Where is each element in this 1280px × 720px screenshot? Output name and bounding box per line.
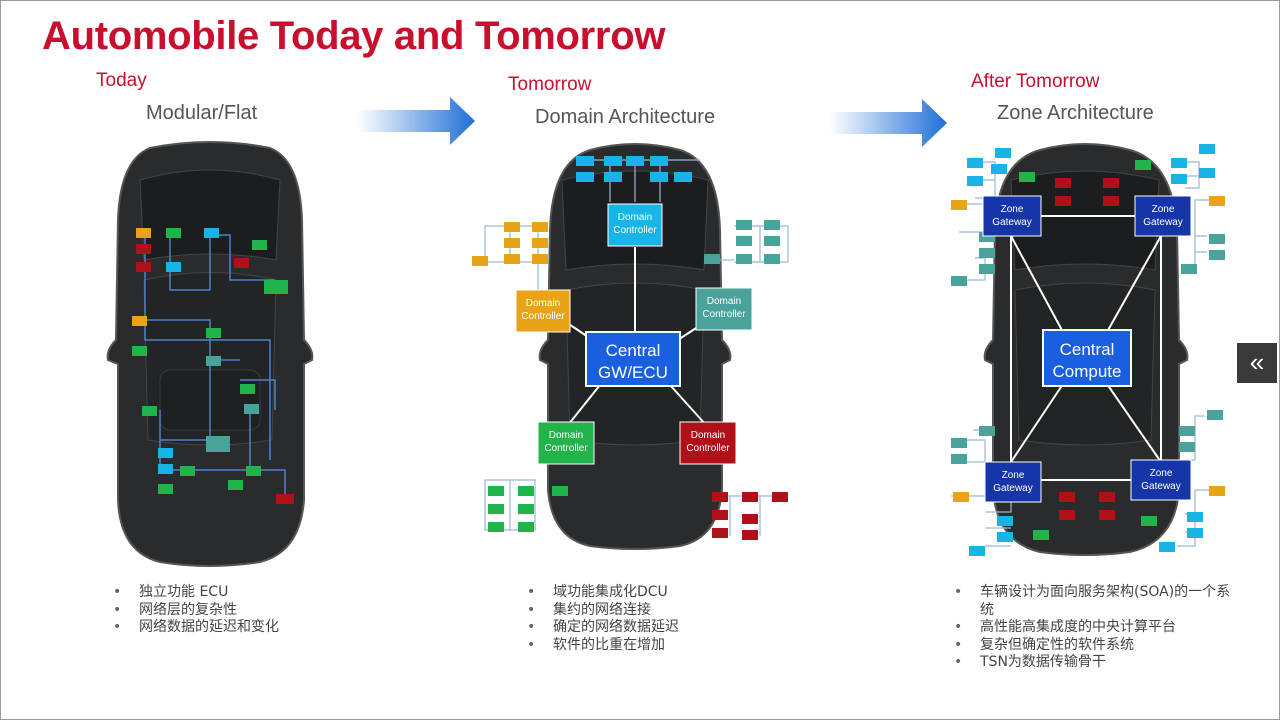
car-diagram-zone: Zone Gateway Zone Gateway Central Comput…	[951, 143, 1225, 556]
svg-text:Controller: Controller	[613, 225, 657, 236]
svg-text:Domain: Domain	[691, 430, 725, 441]
bullet-item: 确定的网络数据延迟	[527, 619, 787, 637]
svg-text:Domain: Domain	[707, 296, 741, 307]
peripheral-ecus	[472, 156, 788, 540]
domain-controller-right: Domain Controller	[695, 287, 753, 331]
svg-text:Central: Central	[606, 341, 661, 360]
ecu-modules	[132, 228, 294, 504]
bullet-item: 域功能集成化DCU	[527, 584, 787, 602]
right-arrow-icon	[830, 99, 947, 147]
zone-gateway-top-right: Zone Gateway	[1134, 195, 1192, 237]
bullet-item: 网络数据的延迟和变化	[113, 619, 373, 637]
car-diagram-domain: Domain Controller Domain Controller Doma…	[472, 143, 789, 550]
architecture-title-zone: Zone Architecture	[997, 102, 1154, 124]
svg-text:Gateway: Gateway	[992, 217, 1031, 228]
bullet-item: 集约的网络连接	[527, 602, 787, 620]
bullet-item: 独立功能 ECU	[113, 584, 373, 602]
bullet-item: TSN为数据传输骨干	[954, 654, 1244, 672]
svg-text:Domain: Domain	[549, 430, 583, 441]
bullet-item: 高性能高集成度的中央计算平台	[954, 619, 1244, 637]
double-chevron-left-icon: «	[1249, 347, 1265, 377]
svg-text:Gateway: Gateway	[993, 483, 1032, 494]
bullet-list-modular: 独立功能 ECU 网络层的复杂性 网络数据的延迟和变化	[113, 584, 373, 637]
bullet-item: 复杂但确定性的软件系统	[954, 637, 1244, 655]
collapse-panel-button[interactable]: «	[1237, 343, 1277, 383]
svg-text:Gateway: Gateway	[1141, 481, 1180, 492]
svg-text:Domain: Domain	[618, 212, 652, 223]
svg-text:Gateway: Gateway	[1143, 217, 1182, 228]
car-diagram-modular	[106, 141, 314, 567]
svg-text:Compute: Compute	[1053, 362, 1122, 381]
domain-controller-left: Domain Controller	[515, 289, 571, 333]
stage-label-tomorrow: Tomorrow	[508, 74, 592, 95]
svg-text:Controller: Controller	[521, 311, 565, 322]
peripheral-ecus	[951, 144, 1225, 556]
architecture-title-modular: Modular/Flat	[146, 102, 258, 124]
svg-text:Zone: Zone	[1150, 468, 1173, 479]
central-gw-ecu: Central GW/ECU	[585, 331, 681, 387]
bullet-list-zone: 车辆设计为面向服务架构(SOA)的一个系统 高性能高集成度的中央计算平台 复杂但…	[954, 584, 1244, 672]
domain-controller-top: Domain Controller	[607, 203, 663, 247]
svg-text:Controller: Controller	[544, 443, 588, 454]
domain-controller-bottom-right: Domain Controller	[679, 421, 737, 465]
zone-links	[1010, 215, 1162, 481]
zone-gateway-bottom-right: Zone Gateway	[1130, 459, 1192, 501]
svg-text:Central: Central	[1060, 340, 1115, 359]
slide-title: Automobile Today and Tomorrow	[42, 14, 666, 58]
stage-label-after-tomorrow: After Tomorrow	[971, 71, 1100, 92]
bullet-item: 网络层的复杂性	[113, 602, 373, 620]
bullet-item: 软件的比重在增加	[527, 637, 787, 655]
svg-text:Domain: Domain	[526, 298, 560, 309]
bullet-list-domain: 域功能集成化DCU 集约的网络连接 确定的网络数据延迟 软件的比重在增加	[527, 584, 787, 654]
svg-text:Zone: Zone	[1002, 470, 1025, 481]
central-compute: Central Compute	[1042, 329, 1132, 387]
svg-text:Controller: Controller	[686, 443, 730, 454]
bullet-item: 车辆设计为面向服务架构(SOA)的一个系统	[954, 584, 1244, 619]
zone-gateway-top-left: Zone Gateway	[982, 195, 1042, 237]
svg-text:GW/ECU: GW/ECU	[598, 363, 668, 382]
right-arrow-icon	[358, 97, 475, 145]
domain-controller-bottom-left: Domain Controller	[537, 421, 595, 465]
svg-text:Zone: Zone	[1001, 204, 1024, 215]
architecture-title-domain: Domain Architecture	[535, 106, 716, 128]
svg-text:Zone: Zone	[1152, 204, 1175, 215]
stage-label-today: Today	[96, 70, 147, 91]
zone-gateway-bottom-left: Zone Gateway	[984, 461, 1042, 503]
svg-text:Controller: Controller	[702, 309, 746, 320]
